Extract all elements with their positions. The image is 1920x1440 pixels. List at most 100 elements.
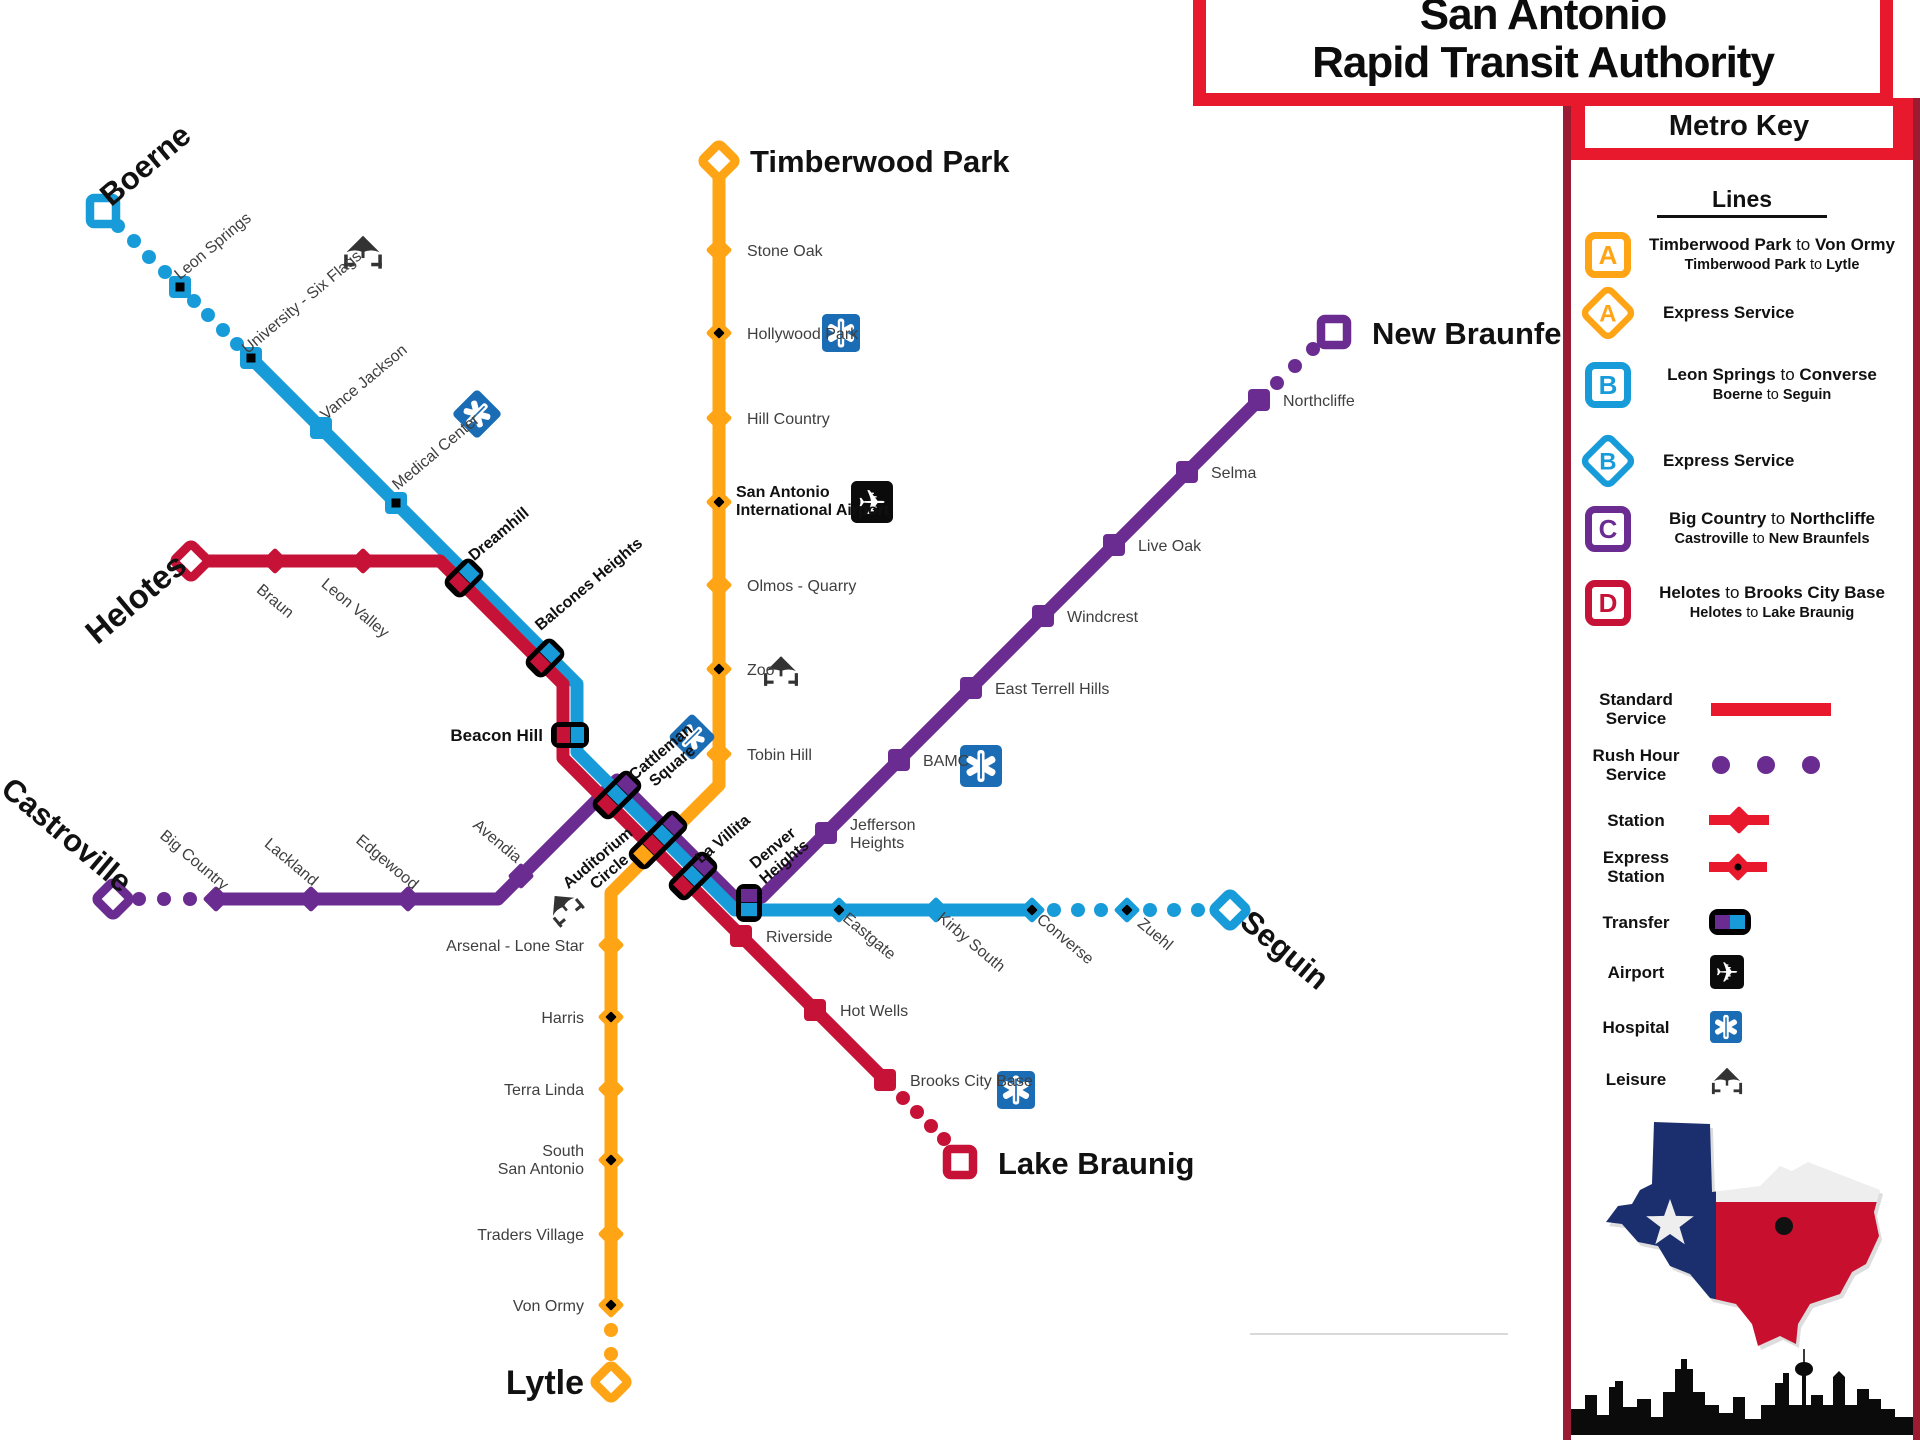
station-arsenal-lone-star bbox=[598, 932, 624, 958]
svg-text:✈: ✈ bbox=[858, 484, 887, 524]
station-icon bbox=[1695, 806, 1907, 834]
line-a-diamond-badge: A bbox=[1578, 283, 1638, 343]
station-label-east-terrell-hills: East Terrell Hills bbox=[995, 681, 1109, 698]
transfer-la-villita bbox=[668, 851, 718, 901]
airport-icon: ✈ bbox=[1695, 954, 1907, 990]
station-label-zoo: Zoo bbox=[747, 662, 775, 679]
key-hospital-label: Hospital bbox=[1602, 1017, 1670, 1037]
station-label-traders-village: Traders Village bbox=[477, 1227, 584, 1244]
station-label-harris: Harris bbox=[541, 1010, 584, 1027]
station-label-balcones-heights: Balcones Heights bbox=[532, 535, 646, 634]
station-label-windcrest: Windcrest bbox=[1067, 609, 1139, 626]
station-label-kirby-south: Kirby South bbox=[934, 909, 1008, 975]
station-converse bbox=[1019, 897, 1045, 923]
line-d-square-badge: D bbox=[1585, 580, 1631, 626]
hospital-icon bbox=[997, 1071, 1035, 1109]
station-label-timberwood-park: Timberwood Park bbox=[750, 144, 1010, 179]
transfer-dreamhill bbox=[444, 558, 484, 598]
svg-text:✈: ✈ bbox=[1715, 956, 1738, 989]
station-san-antonio-international-airport bbox=[706, 489, 732, 515]
transfer-auditorium-circle bbox=[628, 810, 688, 870]
station-label-university-six-flags: University - Six Flags bbox=[239, 248, 365, 358]
transfer-beacon-hill bbox=[551, 722, 589, 748]
station-label-medical-center: Medical Center bbox=[389, 411, 483, 494]
station-label-big-country: Big Country bbox=[156, 827, 231, 894]
station-vance-jackson bbox=[310, 417, 332, 439]
station-seguin bbox=[1209, 889, 1251, 931]
dots-icon bbox=[1695, 755, 1907, 775]
hospital-icon bbox=[669, 714, 715, 760]
station-hot-wells bbox=[804, 999, 826, 1021]
station-label-leon-springs: Leon Springs bbox=[172, 210, 255, 284]
station-von-ormy bbox=[598, 1292, 624, 1318]
line-b-square-badge: B bbox=[1585, 362, 1631, 408]
station-label-live-oak: Live Oak bbox=[1138, 538, 1202, 555]
station-braun bbox=[262, 548, 288, 574]
title-line1: San Antonio bbox=[1419, 0, 1667, 39]
station-tobin-hill bbox=[706, 741, 732, 767]
line-d-crimson bbox=[184, 554, 951, 1146]
texas-state-icon bbox=[1606, 1122, 1883, 1350]
station-label-helotes: Helotes bbox=[78, 546, 193, 651]
station-edgewood bbox=[395, 886, 421, 912]
station-label-brooks-city-base: Brooks City Base bbox=[910, 1073, 1033, 1090]
station-kirby-south bbox=[923, 897, 949, 923]
title-box: San Antonio Rapid Transit Authority bbox=[1193, 0, 1893, 106]
station-label-lytle: Lytle bbox=[506, 1364, 584, 1402]
station-label-leon-valley: Leon Valley bbox=[318, 576, 392, 642]
station-label-seguin: Seguin bbox=[1234, 903, 1336, 996]
station-label-selma: Selma bbox=[1211, 465, 1256, 482]
station-east-terrell-hills bbox=[960, 677, 982, 699]
solid-line-icon bbox=[1695, 700, 1907, 718]
skyline-silhouette bbox=[1571, 1347, 1913, 1440]
station-terra-linda bbox=[598, 1076, 624, 1102]
city-skyline-icon bbox=[1571, 1349, 1913, 1435]
leisure-icon bbox=[1695, 1062, 1907, 1096]
transfer-icon bbox=[1695, 908, 1907, 936]
station-windcrest bbox=[1032, 605, 1054, 627]
station-boerne bbox=[85, 193, 121, 229]
station-label-zuehl: Zuehl bbox=[1134, 915, 1176, 954]
station-lytle bbox=[590, 1361, 632, 1403]
station-label-new-braunfels: New Braunfels bbox=[1372, 316, 1587, 351]
hospital-icon bbox=[960, 745, 1002, 787]
station-label-avendia: Avendia bbox=[469, 817, 524, 867]
station-leon-valley bbox=[350, 548, 376, 574]
key-station: Station bbox=[1577, 806, 1907, 834]
station-brooks-city-base bbox=[874, 1069, 896, 1091]
station-stone-oak bbox=[706, 237, 732, 263]
station-avendia bbox=[508, 863, 534, 889]
texas-flag-logo bbox=[1571, 1114, 1913, 1359]
station-label-edgewood: Edgewood bbox=[352, 832, 421, 894]
station-lackland bbox=[298, 886, 324, 912]
station-label-hot-wells: Hot Wells bbox=[840, 1003, 908, 1020]
metro-key-header-band: Metro Key bbox=[1571, 98, 1913, 160]
station-label-von-ormy: Von Ormy bbox=[513, 1298, 584, 1315]
station-label-converse: Converse bbox=[1033, 911, 1096, 968]
station-label-eastgate: Eastgate bbox=[839, 910, 898, 964]
station-label-tobin-hill: Tobin Hill bbox=[747, 747, 812, 764]
station-label-hollywood-park: Hollywood Park bbox=[747, 326, 859, 343]
leisure-icon bbox=[764, 656, 798, 686]
station-label-olmos-quarry: Olmos - Quarry bbox=[747, 578, 856, 595]
station-label-boerne: Boerne bbox=[93, 117, 197, 212]
key-transfer: Transfer bbox=[1577, 908, 1907, 936]
station-live-oak bbox=[1103, 534, 1125, 556]
station-label-lackland: Lackland bbox=[261, 835, 321, 889]
key-hospital: Hospital bbox=[1577, 1010, 1907, 1044]
